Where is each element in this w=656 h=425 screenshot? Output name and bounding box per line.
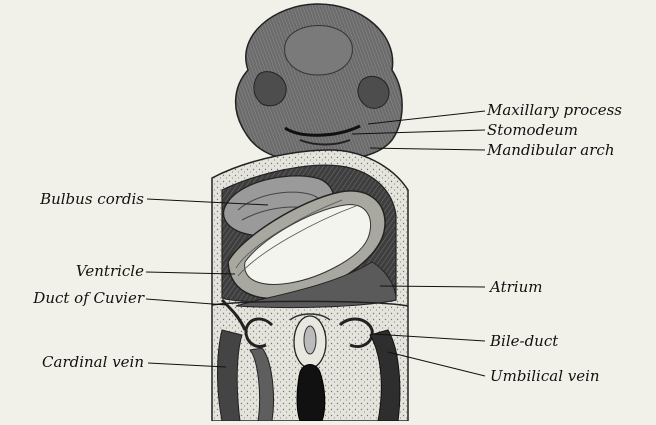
label-bulbus-cordis: Bulbus cordis	[40, 191, 144, 207]
label-bile-duct: Bile-duct	[490, 333, 558, 349]
label-stomodeum: Stomodeum	[487, 122, 578, 138]
label-mandibular-arch: Mandibular arch	[487, 142, 614, 158]
label-duct-of-cuvier: Duct of Cuvier	[33, 290, 144, 306]
label-maxillary-process: Maxillary process	[487, 102, 622, 118]
label-cardinal-vein: Cardinal vein	[42, 354, 144, 370]
head-region	[236, 4, 403, 160]
leader-mandibular	[370, 148, 485, 150]
label-umbilical-vein: Umbilical vein	[490, 368, 600, 384]
label-atrium: Atrium	[490, 279, 542, 295]
label-ventricle: Ventricle	[76, 263, 144, 279]
